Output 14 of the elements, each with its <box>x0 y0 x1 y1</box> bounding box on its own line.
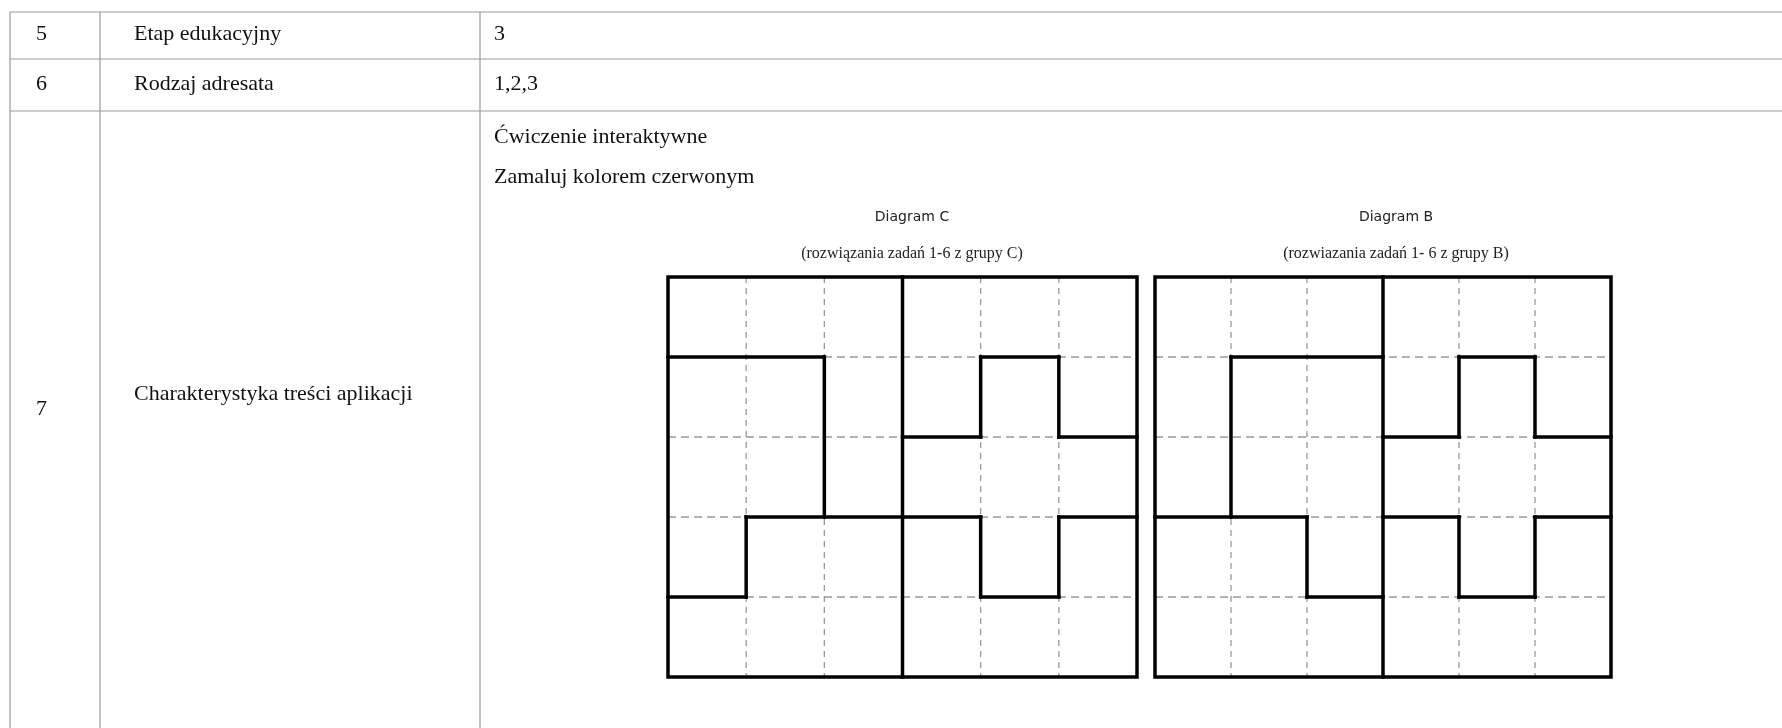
table-text: Ćwiczenie interaktywne <box>494 123 708 149</box>
row-number: 7 <box>36 395 47 421</box>
table-text: Etap edukacyjny <box>134 20 282 46</box>
diagram-caption: (rozwiazania zadań 1- 6 z grupy B) <box>1283 244 1509 262</box>
table-text: Charakterystyka treści aplikacji <box>134 380 414 406</box>
diagram-caption: Diagram C <box>874 208 950 224</box>
diagram-caption: (rozwiązania zadań 1-6 z grupy C) <box>801 244 1023 262</box>
table-text: 3 <box>494 20 505 46</box>
table-text: 1,2,3 <box>494 70 538 96</box>
table-text: Zamaluj kolorem czerwonym <box>494 163 755 189</box>
row-number: 5 <box>36 20 47 46</box>
table-text: Rodzaj adresata <box>134 70 274 96</box>
row-number: 6 <box>36 70 47 96</box>
diagram-caption: Diagram B <box>1358 208 1434 224</box>
